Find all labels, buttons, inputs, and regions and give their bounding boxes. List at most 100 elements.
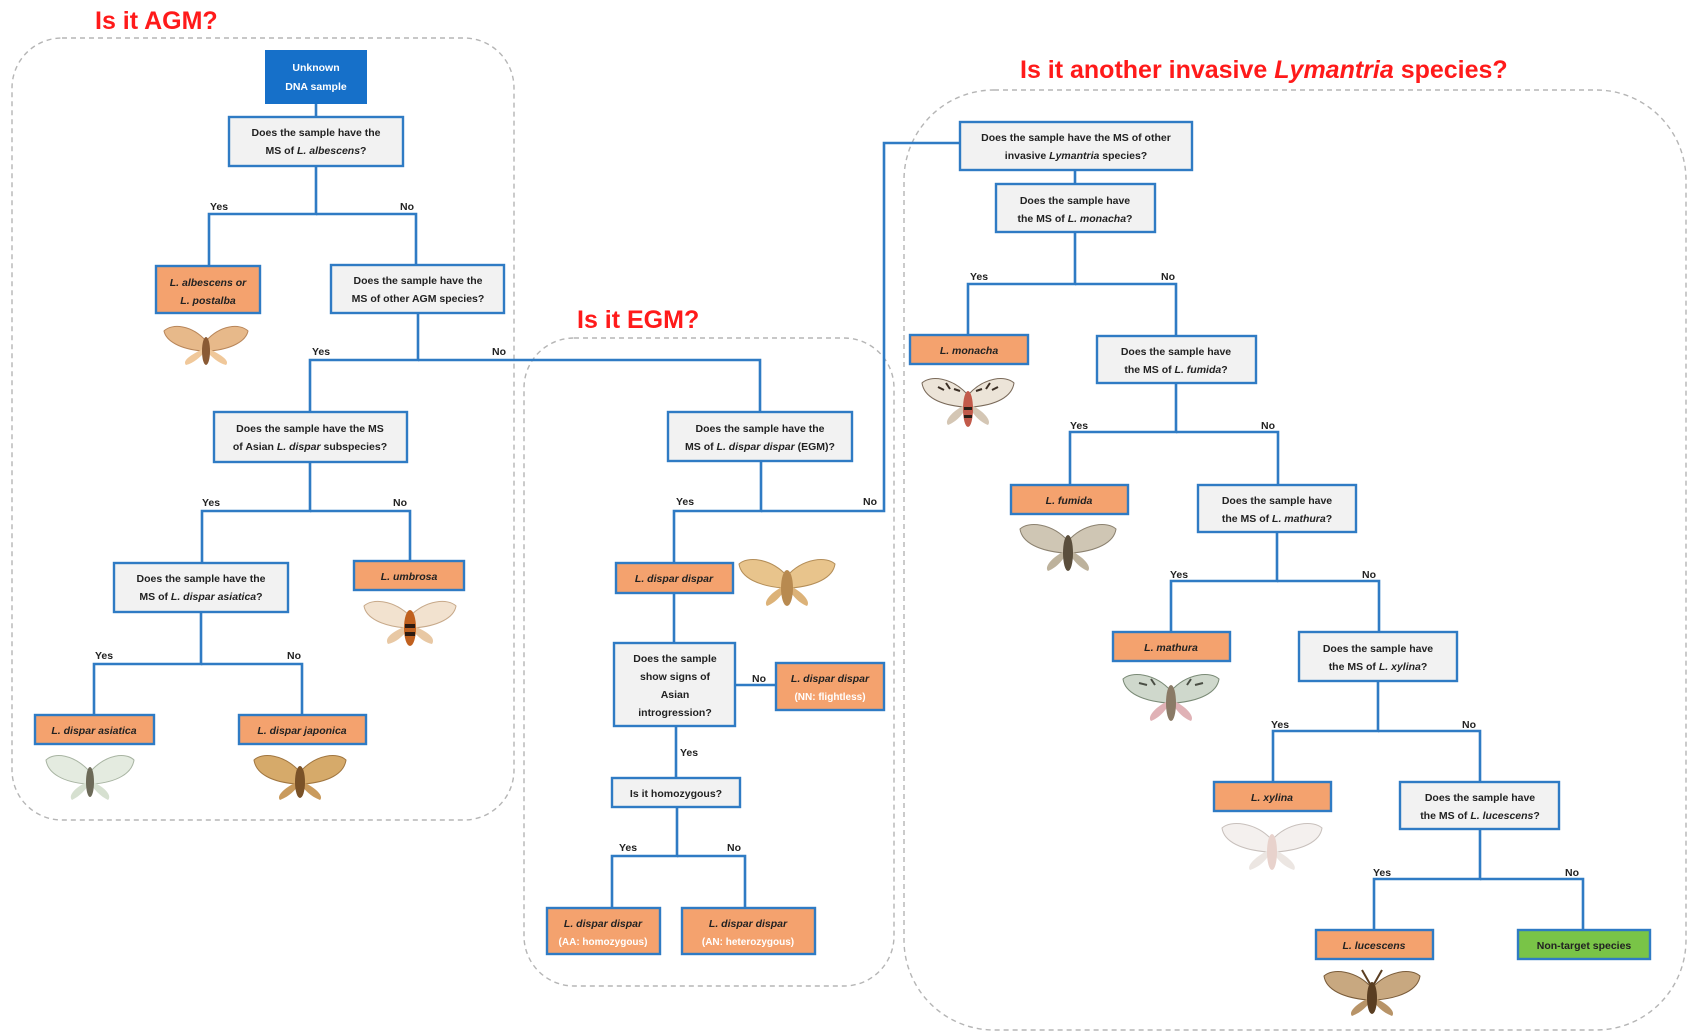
text-part: (EGM)? xyxy=(795,441,835,453)
question-introgression: Does the sample show signs of Asian intr… xyxy=(612,641,737,728)
label-no: No xyxy=(752,673,766,685)
species-name: L. xylina xyxy=(1251,792,1293,804)
label-no: No xyxy=(492,346,506,358)
leaf-box xyxy=(1314,928,1435,961)
species-name: L. postalba xyxy=(180,295,236,307)
species-name: L. dispar dispar xyxy=(709,918,788,930)
species-name: Lymantria xyxy=(1049,150,1099,162)
question-line: the MS of L. xylina? xyxy=(1329,661,1428,673)
leaf-albescens-postalba: L. albescens or L. postalba xyxy=(154,264,262,315)
leaf-dispar-asiatica: L. dispar asiatica xyxy=(33,713,156,746)
edge-mathura-no xyxy=(1277,579,1381,632)
question-asian-dispar: Does the sample have the MS of Asian L. … xyxy=(212,410,409,464)
question-line: the MS of L. fumida? xyxy=(1124,364,1227,376)
question-fumida: Does the sample have the MS of L. fumida… xyxy=(1095,334,1258,385)
edge-otheragm-no xyxy=(418,358,762,412)
leaf-dispar-dispar: L. dispar dispar xyxy=(614,561,735,595)
question-albescens: Does the sample have the MS of L. albesc… xyxy=(227,115,405,168)
question-box xyxy=(212,410,409,464)
moth-fumida-image xyxy=(1019,524,1117,571)
leaf-box xyxy=(908,333,1030,366)
edge-albescens-no xyxy=(316,212,418,265)
species-name: L. fumida xyxy=(1175,364,1222,376)
edge-asiatica-no xyxy=(201,662,304,715)
label-no: No xyxy=(1362,569,1376,581)
label-yes: Yes xyxy=(680,747,698,759)
label-yes: Yes xyxy=(95,650,113,662)
label-yes: Yes xyxy=(1170,569,1188,581)
question-line: Asian xyxy=(661,689,690,701)
leaf-box xyxy=(33,713,156,746)
non-target-label: Non-target species xyxy=(1537,940,1632,952)
leaf-box xyxy=(154,264,262,315)
edges xyxy=(92,103,1585,930)
question-line: Does the sample have xyxy=(1121,346,1231,358)
label-yes: Yes xyxy=(970,271,988,283)
question-box xyxy=(227,115,405,168)
question-line: invasive Lymantria species? xyxy=(1005,150,1147,162)
start-node: Unknown DNA sample xyxy=(265,50,367,104)
moth-umbrosa-image xyxy=(363,600,457,646)
question-box xyxy=(1297,630,1459,683)
edge-asiatica-yes xyxy=(92,612,203,715)
species-name: L. dispar asiatica xyxy=(51,725,136,737)
label-yes: Yes xyxy=(619,842,637,854)
label-yes: Yes xyxy=(1070,420,1088,432)
edge-fumida-no xyxy=(1176,430,1280,485)
start-line1: Unknown xyxy=(292,62,339,74)
leaf-xylina: L. xylina xyxy=(1212,780,1333,813)
other-title-genus: Lymantria xyxy=(1274,56,1394,84)
moth-albescens-image xyxy=(163,325,249,365)
question-box xyxy=(958,120,1194,172)
question-box xyxy=(1196,483,1358,534)
text-part: MS of xyxy=(139,591,171,603)
species-name: L. lucescens xyxy=(1470,810,1533,822)
question-box xyxy=(1398,780,1561,831)
edge-albescens-yes xyxy=(207,166,318,266)
edge-fumida-yes xyxy=(1068,383,1178,485)
leaf-mathura: L. mathura xyxy=(1111,630,1232,663)
edge-egm-no xyxy=(761,141,960,513)
label-yes: Yes xyxy=(676,496,694,508)
label-no: No xyxy=(287,650,301,662)
leaf-dispar-an: L. dispar dispar (AN: heterozygous) xyxy=(680,906,817,956)
question-line: the MS of L. monacha? xyxy=(1018,213,1133,225)
question-box xyxy=(1095,334,1258,385)
question-line: Does the sample have the MS of other xyxy=(981,132,1171,144)
species-name: L. dispar dispar xyxy=(564,918,643,930)
edge-lucescens-yes xyxy=(1372,829,1482,930)
text-part: ? xyxy=(1421,661,1427,673)
moth-monacha-image xyxy=(921,378,1015,427)
question-line: of Asian L. dispar subspecies? xyxy=(233,441,387,453)
species-name: L. albescens xyxy=(297,145,360,157)
species-name: L. umbrosa xyxy=(381,571,438,583)
leaf-non-target: Non-target species xyxy=(1516,928,1652,961)
text-part: species? xyxy=(1099,150,1147,162)
text-part: the MS of xyxy=(1420,810,1470,822)
question-line: show signs of xyxy=(640,671,711,683)
edge-lucescens-no xyxy=(1480,877,1585,930)
species-name: L. dispar dispar xyxy=(791,673,870,685)
leaf-box xyxy=(774,661,886,712)
moth-lucescens-image xyxy=(1323,969,1421,1016)
text-part: ? xyxy=(1126,213,1132,225)
question-box xyxy=(329,263,506,315)
label-no: No xyxy=(400,201,414,213)
label-yes: Yes xyxy=(202,497,220,509)
edge-asian-no xyxy=(310,509,412,561)
species-name: L. xylina xyxy=(1379,661,1421,673)
leaf-fumida: L. fumida xyxy=(1009,483,1130,516)
question-line: Does the sample have the MS xyxy=(236,423,384,435)
leaf-box xyxy=(680,906,817,956)
edge-mathura-yes xyxy=(1169,532,1279,632)
question-line: Does the sample have the xyxy=(354,275,483,287)
question-line: Does the sample have xyxy=(1323,643,1433,655)
question-line: Does the sample have the xyxy=(696,423,825,435)
question-line: MS of L. dispar dispar (EGM)? xyxy=(685,441,835,453)
egm-title: Is it EGM? xyxy=(577,306,699,334)
question-xylina: Does the sample have the MS of L. xylina… xyxy=(1297,630,1459,683)
text-part: the MS of xyxy=(1018,213,1068,225)
label-no: No xyxy=(393,497,407,509)
non-target-box xyxy=(1516,928,1652,961)
